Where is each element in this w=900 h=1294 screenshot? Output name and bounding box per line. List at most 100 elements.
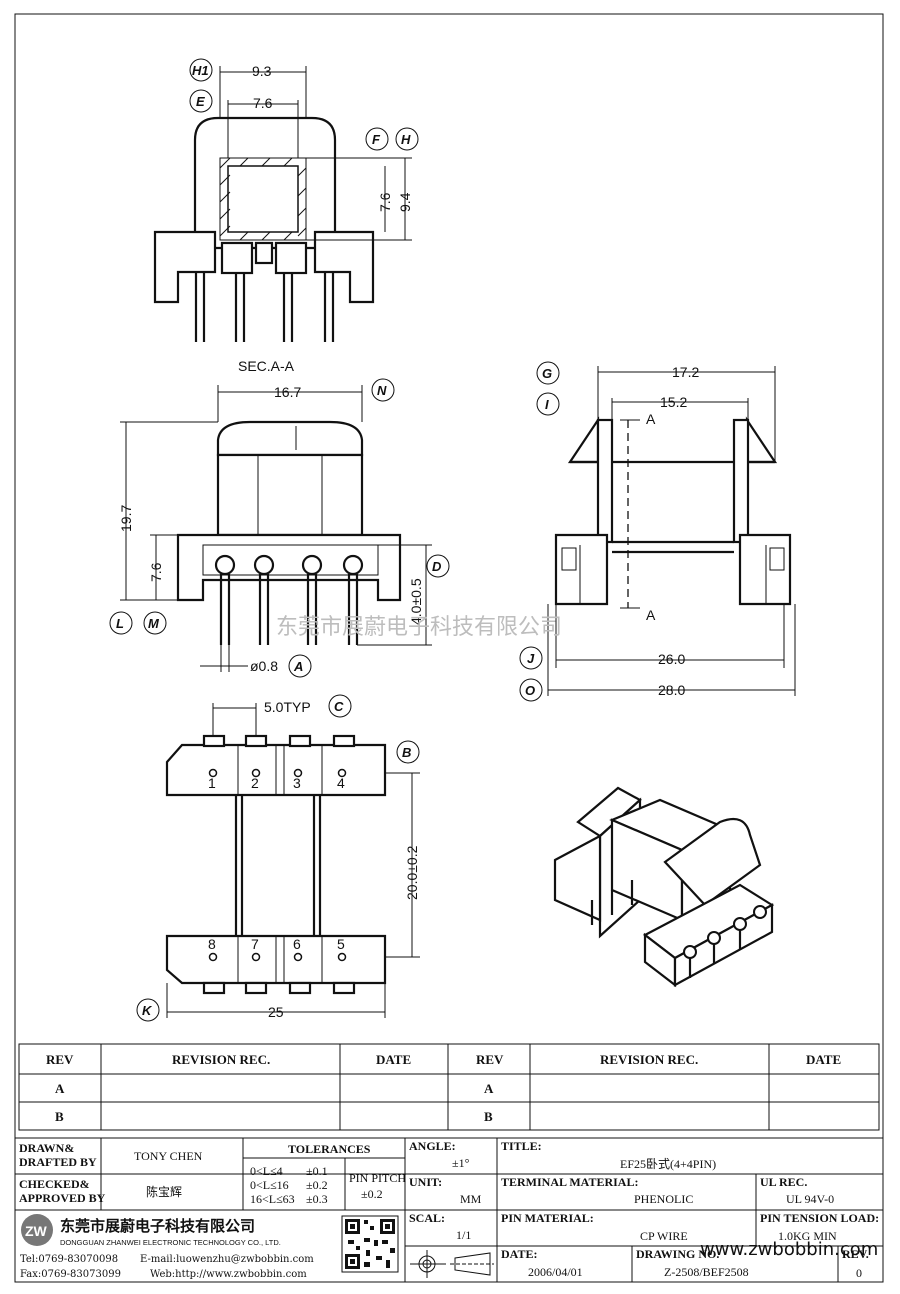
isometric-view [553,786,775,988]
pin-label-7: 7 [251,936,259,952]
sec-dim-inner: 7.6 [253,95,273,111]
pin-label-5: 5 [337,936,345,952]
date-header-2: DATE [806,1052,841,1067]
bubble-n: N [377,383,387,398]
side-dim-inner: 15.2 [660,394,687,410]
url-watermark: www.zwbobbin.com [700,1239,878,1260]
front-dim-height: 19.7 [118,505,134,532]
pin-pitch-value: ±0.2 [361,1187,383,1201]
side-view: A A 17.2 15.2 26.0 28.0 [547,364,796,698]
bubble-k: K [142,1003,153,1018]
pin-label-6: 6 [293,936,301,952]
sheet-border [14,13,884,1283]
tension-label: PIN TENSION LOAD: [760,1211,879,1225]
rev-header-1: REV [46,1052,74,1067]
checked-label: CHECKED& [19,1177,90,1191]
date-value: 2006/04/01 [528,1265,583,1279]
projection-symbol [410,1250,494,1278]
tension-value: 1.0KG MIN [778,1229,837,1243]
company-fax: Fax:0769-83073099 [20,1269,121,1280]
revision-header-1: REVISION REC. [172,1052,270,1067]
company-logo: ZW [21,1214,53,1246]
section-view: 9.3 7.6 7.6 9.4 SEC.A-A [153,63,413,374]
drawing-no-label: DRAWING NO. [636,1247,719,1261]
pin-label-4: 4 [337,775,345,791]
unit-label: UNIT: [409,1175,442,1189]
sec-dim-width: 9.3 [252,63,272,79]
tol-range-2: 0<L≤16 [250,1178,289,1192]
bottom-dim-row-spacing: 20.0±0.2 [404,845,420,900]
bubble-j: J [527,651,535,666]
bottom-dim-pitch: 5.0TYP [264,699,311,715]
rev-row-a-2: A [484,1081,494,1096]
tol-range-3: 16<L≤63 [250,1192,295,1206]
title-label: TITLE: [501,1139,542,1153]
tolerances-label: TOLERANCES [288,1142,371,1156]
side-dim-pins: 26.0 [658,651,685,667]
tol-value-3: ±0.3 [306,1192,328,1206]
title-value: EF25卧式(4+4PIN) [620,1157,716,1171]
drawn-by-value: TONY CHEN [134,1149,203,1163]
tol-value-2: ±0.2 [306,1178,328,1192]
unit-value: MM [460,1192,482,1206]
sec-dim-height: 9.4 [397,192,413,212]
side-dim-outer: 17.2 [672,364,699,380]
terminal-value: PHENOLIC [634,1192,693,1206]
drawing-no-value: Z-2508/BEF2508 [664,1265,749,1279]
pin-label-2: 2 [251,775,259,791]
bubble-h1: H1 [192,63,209,78]
front-dim-width: 16.7 [274,384,301,400]
bubble-m: M [148,616,160,631]
company-email: E-mail:luowenzhu@zwbobbin.com [140,1254,314,1265]
section-marker-top: A [646,411,656,427]
title-block: DRAWN& DRAFTED BY TONY CHEN CHECKED& APP… [14,1137,884,1283]
rev-header-2: REV [476,1052,504,1067]
company-name-cn: 东莞市展蔚电子科技有限公司 [60,1217,255,1235]
front-dim-pin-length: 4.0±0.5 [408,578,424,625]
tol-value-1: ±0.1 [306,1164,328,1178]
pin-label-3: 3 [293,775,301,791]
angle-value: ±1° [452,1156,470,1170]
rev-row-b-1: B [55,1109,64,1124]
rev-row-a-1: A [55,1081,65,1096]
revision-header-2: REVISION REC. [600,1052,698,1067]
bubble-a: A [293,659,303,674]
pin-pitch-label: PIN PITCH [349,1171,406,1185]
angle-label: ANGLE: [409,1139,456,1153]
logo-text: ZW [25,1223,48,1239]
rev-label: REV. [842,1247,869,1261]
section-label: SEC.A-A [238,358,295,374]
front-dim-base: 7.6 [148,562,164,582]
sec-dim-height-inner: 7.6 [377,192,393,212]
date-header-1: DATE [376,1052,411,1067]
drawn-label: DRAWN& [19,1141,74,1155]
side-dim-overall: 28.0 [658,682,685,698]
qr-code [341,1215,399,1273]
rev-value: 0 [856,1266,862,1280]
ul-label: UL REC. [760,1175,807,1189]
bottom-view: 1 2 3 4 8 7 6 5 5.0TYP 20.0±0.2 25 [165,699,420,1020]
bubble-c: C [334,699,344,714]
company-name-en: DONGGUAN ZHANWEI ELECTRONIC TECHNOLOGY C… [60,1238,281,1247]
company-watermark: 东莞市展蔚电子科技有限公司 [276,615,562,640]
revision-table: REV REVISION REC. DATE REV REVISION REC.… [18,1043,880,1131]
pin-label-1: 1 [208,775,216,791]
bubble-d: D [432,559,442,574]
terminal-label: TERMINAL MATERIAL: [501,1175,638,1189]
bubble-o: O [525,683,535,698]
scale-label: SCAL: [409,1211,445,1225]
pin-label-8: 8 [208,936,216,952]
callout-bubbles: H1 E F H N D L M A G I J O C B K [109,58,560,1022]
bubble-e: E [196,94,205,109]
bubble-b: B [402,745,411,760]
bubble-h: H [401,132,411,147]
bubble-g: G [542,366,552,381]
bubble-l: L [116,616,124,631]
tol-range-1: 0<L≤4 [250,1164,283,1178]
drafted-label: DRAFTED BY [19,1155,97,1169]
bubble-f: F [372,132,381,147]
date-label: DATE: [501,1247,537,1261]
bottom-dim-length: 25 [268,1004,284,1020]
company-tel: Tel:0769-83070098 [20,1254,118,1265]
